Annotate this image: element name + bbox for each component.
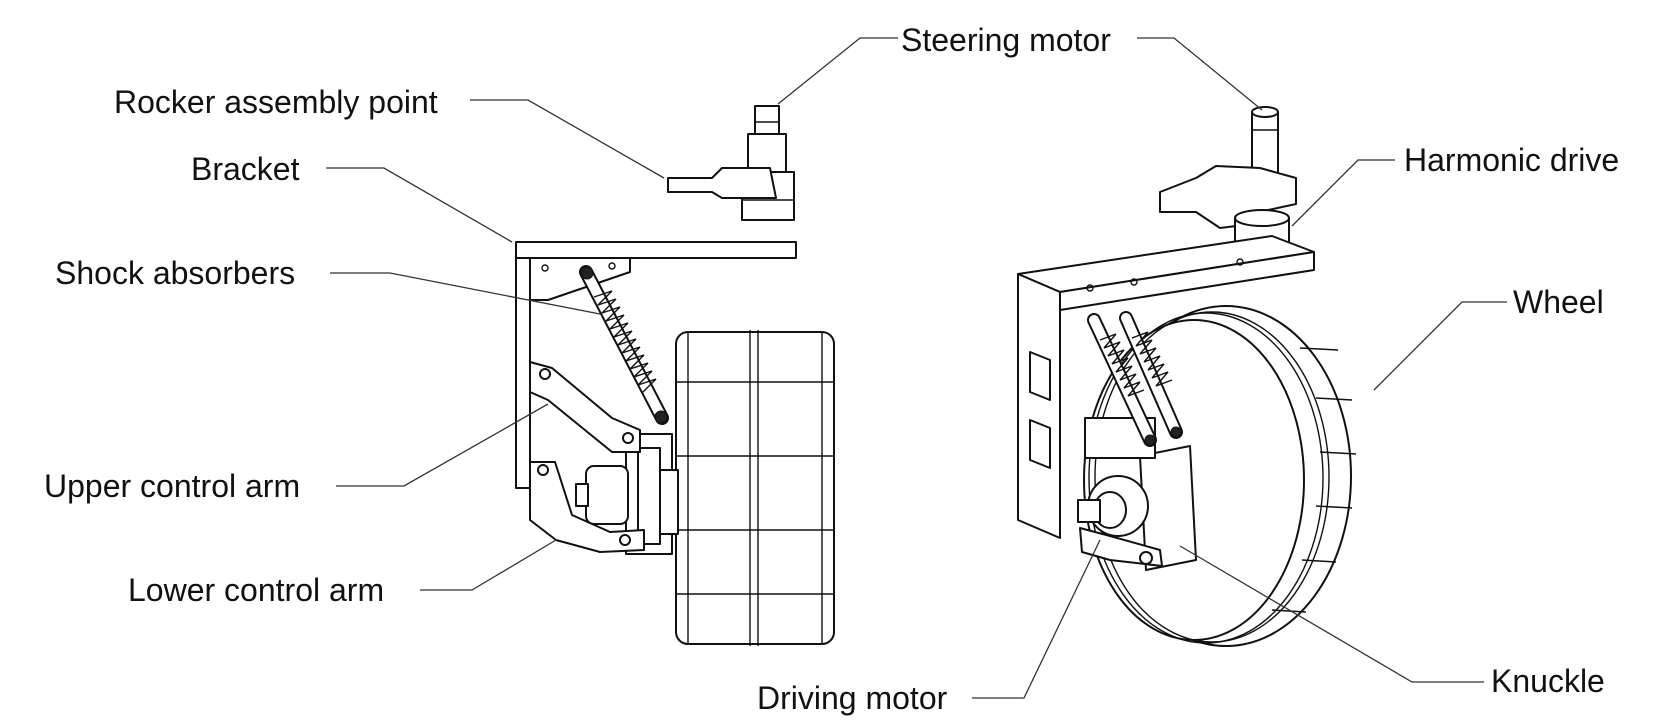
side-wheel — [675, 330, 835, 646]
persp-driving-motor — [1077, 475, 1149, 537]
persp-shock-absorbers — [1087, 311, 1183, 447]
persp-bracket — [1017, 235, 1315, 539]
persp-bolt — [1139, 551, 1153, 565]
side-driving-motor — [575, 465, 629, 525]
label-lower-control-arm: Lower control arm — [128, 572, 385, 608]
side-view-assembly — [515, 105, 835, 646]
side-upper-control-arm — [529, 361, 641, 453]
side-bracket — [515, 241, 797, 489]
label-upper-control-arm: Upper control arm — [44, 468, 301, 504]
label-steering-motor: Steering motor — [901, 22, 1111, 58]
side-shock-absorber — [579, 265, 669, 425]
leader-rocker-assembly-point — [470, 99, 665, 179]
leader-harmonic-drive — [1291, 159, 1395, 227]
leader-steering-motor-right — [1137, 37, 1263, 111]
leader-steering-motor-left — [777, 37, 898, 105]
leader-bracket — [326, 167, 513, 243]
label-driving-motor: Driving motor — [757, 680, 948, 716]
leader-shock-absorbers — [330, 272, 601, 315]
side-steering-motor — [741, 105, 795, 221]
leader-driving-motor — [972, 539, 1101, 699]
leader-wheel — [1373, 301, 1507, 391]
side-bolts — [537, 368, 634, 546]
side-lower-control-arm — [529, 461, 645, 553]
leader-knuckle — [1179, 545, 1484, 683]
leader-upper-control-arm — [336, 403, 549, 487]
label-bracket: Bracket — [191, 151, 300, 187]
label-wheel: Wheel — [1513, 284, 1604, 320]
persp-rocker-assembly-point — [1159, 165, 1297, 229]
leader-lines — [326, 37, 1507, 699]
label-knuckle: Knuckle — [1491, 663, 1605, 699]
label-rocker-assembly-point: Rocker assembly point — [114, 84, 438, 120]
side-rocker-assembly-point — [667, 167, 777, 199]
perspective-view-assembly — [1017, 106, 1357, 647]
label-harmonic-drive: Harmonic drive — [1404, 142, 1620, 178]
leader-lower-control-arm — [420, 539, 557, 591]
label-shock-absorbers: Shock absorbers — [55, 255, 296, 291]
